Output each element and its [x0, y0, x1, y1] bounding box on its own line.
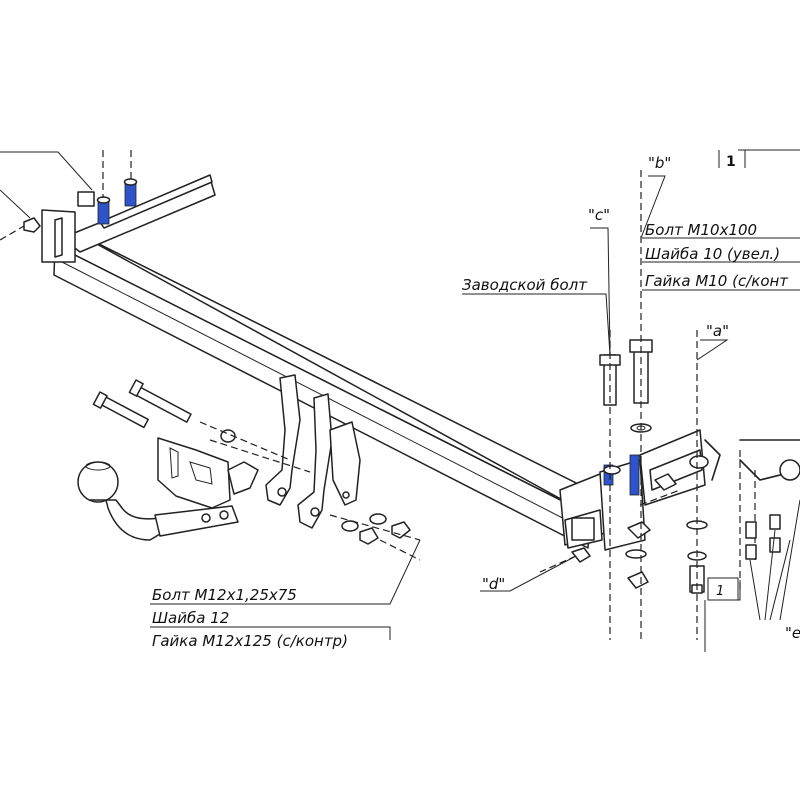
callout-right-bolt: Болт М10х100 [645, 221, 757, 239]
left-side-member [41, 174, 216, 263]
label-d: "d" [482, 575, 505, 593]
left-leaders [0, 151, 93, 219]
right-dashed-axes [539, 170, 698, 640]
label-c: "c" [588, 206, 610, 224]
tow-hook-bolts [92, 379, 311, 473]
mounting-plates [265, 374, 361, 529]
label-a: "a" [706, 322, 729, 340]
label-e: "e [785, 624, 800, 642]
callout-bottom-washer: Шайба 12 [152, 609, 229, 627]
callout-factory-bolt: Заводской болт [462, 276, 588, 294]
left-bolts [0, 150, 138, 241]
text-labels: "b" "c" "a" "d" "e 1 1 Болт М10х100 Шайб… [152, 154, 800, 650]
sheet-number: 1 [726, 154, 736, 170]
small-box-number: 1 [716, 584, 724, 599]
right-edge-parts [704, 439, 800, 800]
bottom-blank [0, 652, 800, 800]
callout-right-nut: Гайка М10 (с/конт [645, 272, 789, 290]
leader-lines [150, 149, 800, 640]
callout-bottom-bolt: Болт М12х1,25х75 [152, 586, 297, 604]
callout-right-washer: Шайба 10 (увел.) [645, 245, 780, 263]
plate-hardware [329, 513, 421, 561]
label-b: "b" [648, 154, 671, 172]
right-bolts [571, 339, 709, 594]
callout-bottom-nut: Гайка М12х125 (с/контр) [152, 632, 348, 650]
tow-hook [77, 437, 259, 541]
